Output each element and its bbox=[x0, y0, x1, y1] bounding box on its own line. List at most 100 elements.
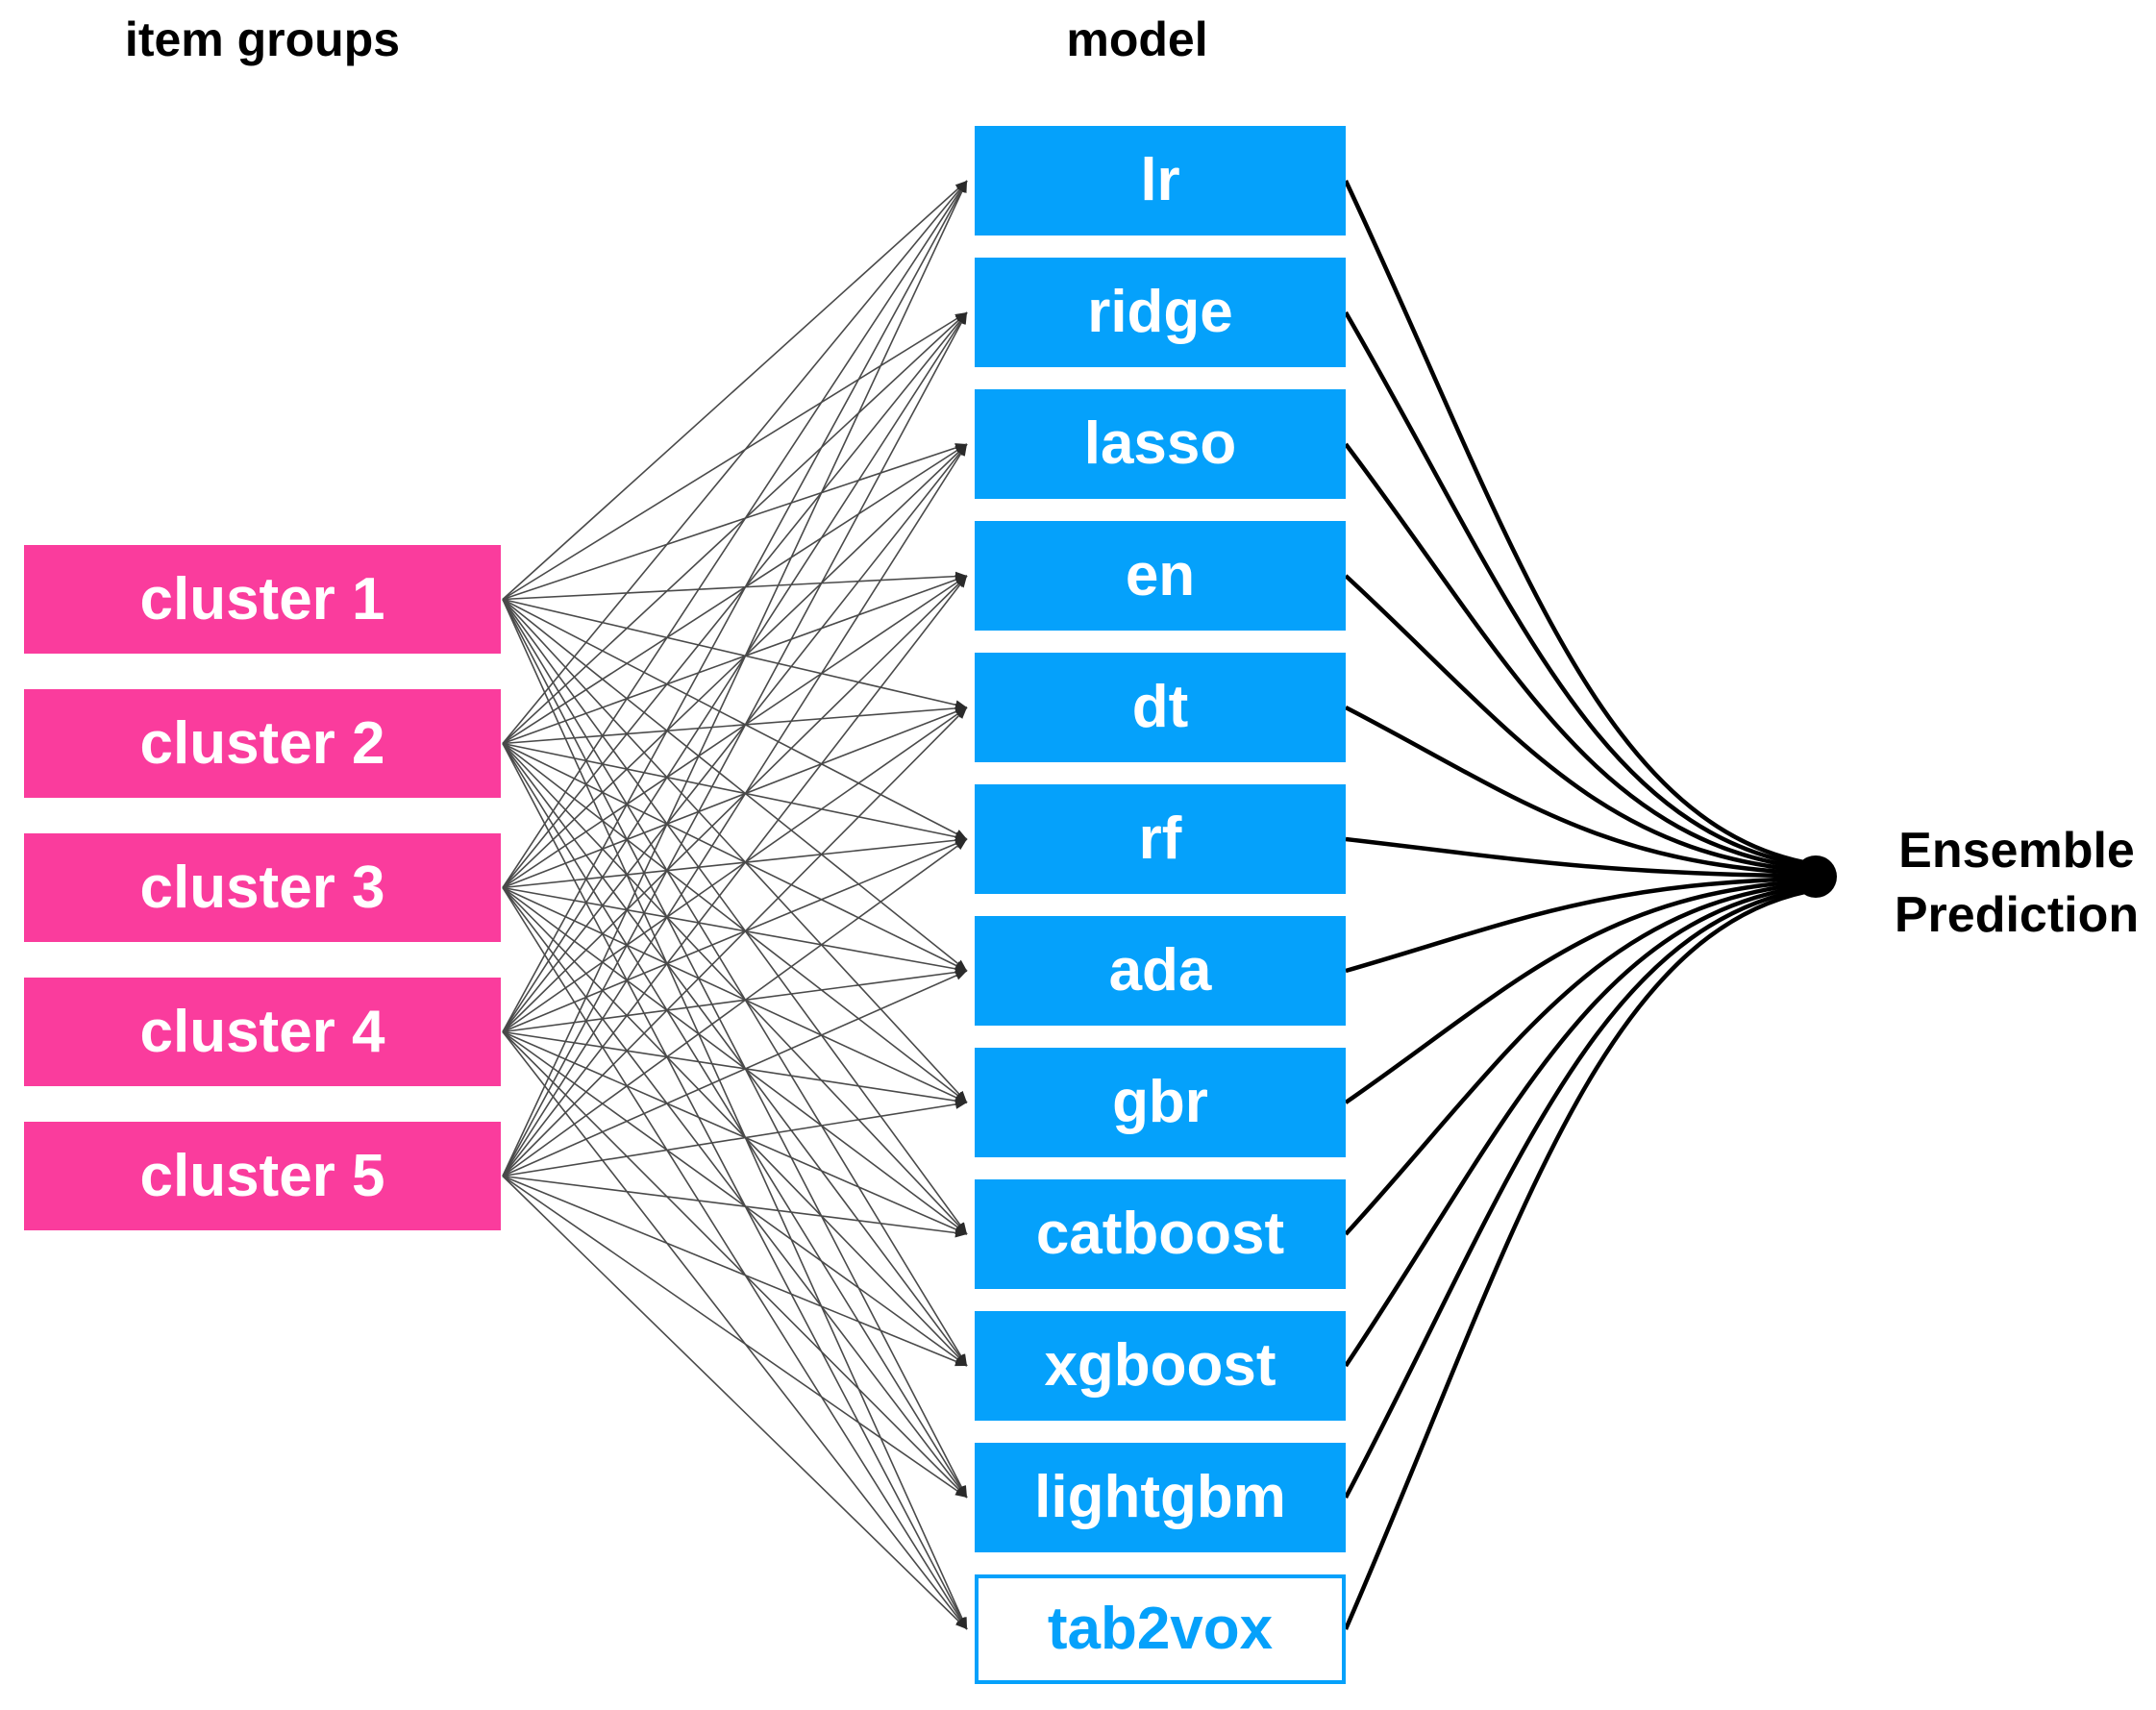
model-box-rf: rf bbox=[975, 784, 1346, 894]
edge-cluster3-to-gbr bbox=[502, 886, 968, 1103]
item-groups-title: item groups bbox=[124, 12, 401, 66]
curve-lasso-to-ensemble bbox=[1344, 442, 1807, 871]
edge-cluster2-to-catboost bbox=[502, 742, 968, 1235]
edge-cluster1-to-rf bbox=[502, 598, 968, 840]
model-label: lasso bbox=[1083, 410, 1237, 477]
edge-cluster5-to-rf bbox=[502, 838, 968, 1177]
edge-cluster3-to-lightgbm bbox=[502, 887, 968, 1499]
model-label: xgboost bbox=[1044, 1332, 1276, 1399]
curve-lightgbm-to-ensemble bbox=[1344, 886, 1807, 1499]
cluster-box-5: cluster 5 bbox=[24, 1122, 501, 1230]
edge-cluster4-to-catboost bbox=[502, 1030, 968, 1235]
edge-cluster4-to-lasso bbox=[502, 443, 968, 1032]
curve-lr-to-ensemble bbox=[1343, 180, 1807, 865]
edge-cluster5-to-lightgbm bbox=[502, 1175, 968, 1499]
ensemble-label-line1: Ensemble bbox=[1898, 823, 2135, 879]
curve-catboost-to-ensemble bbox=[1344, 881, 1807, 1236]
model-label: ada bbox=[1108, 937, 1212, 1004]
model-label: lr bbox=[1140, 147, 1180, 213]
edge-cluster5-to-xgboost bbox=[502, 1175, 968, 1367]
model-box-lightgbm: lightgbm bbox=[975, 1443, 1346, 1552]
edge-cluster3-to-ada bbox=[502, 886, 968, 974]
curve-ada-to-ensemble bbox=[1345, 876, 1807, 974]
model-label: tab2vox bbox=[1047, 1596, 1274, 1662]
edge-cluster4-to-gbr bbox=[502, 1030, 968, 1106]
ensemble-prediction-label: Ensemble Prediction bbox=[1872, 819, 2156, 947]
edge-cluster4-to-ridge bbox=[502, 311, 968, 1032]
model-box-ridge: ridge bbox=[975, 258, 1346, 367]
model-box-gbr: gbr bbox=[975, 1048, 1346, 1157]
model-label: gbr bbox=[1112, 1069, 1208, 1135]
edge-cluster2-to-dt bbox=[502, 703, 968, 745]
edge-cluster2-to-ridge bbox=[502, 311, 968, 745]
edge-cluster3-to-lasso bbox=[502, 443, 968, 889]
edge-cluster1-to-catboost bbox=[502, 599, 968, 1235]
cluster-label: cluster 2 bbox=[139, 709, 385, 777]
curve-en-to-ensemble bbox=[1344, 574, 1807, 873]
curve-gbr-to-ensemble bbox=[1344, 879, 1807, 1104]
model-label: rf bbox=[1138, 805, 1182, 872]
cluster-box-3: cluster 3 bbox=[24, 833, 501, 942]
edge-cluster1-to-dt bbox=[502, 598, 968, 710]
curve-xgboost-to-ensemble bbox=[1344, 883, 1807, 1368]
edge-cluster2-to-lasso bbox=[502, 443, 968, 745]
model-label: lightgbm bbox=[1034, 1464, 1286, 1530]
edge-cluster4-to-en bbox=[502, 575, 968, 1033]
model-box-dt: dt bbox=[975, 653, 1346, 762]
model-box-catboost: catboost bbox=[975, 1179, 1346, 1289]
model-box-en: en bbox=[975, 521, 1346, 631]
model-label: dt bbox=[1131, 674, 1189, 740]
model-box-lasso: lasso bbox=[975, 389, 1346, 499]
edge-cluster1-to-gbr bbox=[502, 598, 968, 1103]
edge-cluster3-to-en bbox=[502, 575, 968, 889]
cluster-box-2: cluster 2 bbox=[24, 689, 501, 798]
edge-cluster3-to-ridge bbox=[502, 311, 968, 889]
edge-cluster2-to-gbr bbox=[502, 742, 968, 1103]
edge-cluster4-to-xgboost bbox=[502, 1030, 968, 1367]
edge-cluster5-to-dt bbox=[502, 706, 968, 1177]
edge-cluster5-to-tab2vox bbox=[502, 1175, 968, 1630]
curve-tab2vox-to-ensemble bbox=[1343, 889, 1807, 1630]
edge-cluster2-to-ada bbox=[502, 742, 968, 972]
edge-cluster2-to-en bbox=[502, 575, 968, 745]
cluster-label: cluster 5 bbox=[139, 1142, 385, 1209]
edge-cluster5-to-en bbox=[502, 575, 968, 1177]
edge-cluster1-to-xgboost bbox=[502, 599, 968, 1367]
edge-cluster2-to-rf bbox=[502, 742, 968, 842]
edge-cluster5-to-catboost bbox=[502, 1175, 968, 1238]
edge-cluster5-to-ridge bbox=[502, 311, 968, 1177]
model-box-xgboost: xgboost bbox=[975, 1311, 1346, 1421]
edge-cluster5-to-ada bbox=[502, 970, 968, 1177]
edge-cluster4-to-tab2vox bbox=[502, 1031, 968, 1630]
edge-cluster4-to-lightgbm bbox=[502, 1030, 968, 1499]
edge-cluster3-to-lr bbox=[502, 180, 968, 888]
edge-cluster1-to-ada bbox=[502, 598, 968, 972]
edge-cluster3-to-xgboost bbox=[502, 886, 968, 1367]
model-label: en bbox=[1125, 542, 1196, 608]
edge-cluster2-to-xgboost bbox=[502, 743, 968, 1367]
edge-cluster3-to-dt bbox=[502, 706, 968, 889]
edge-cluster1-to-ridge bbox=[502, 311, 968, 601]
edge-cluster1-to-lightgbm bbox=[502, 599, 968, 1499]
cluster-label: cluster 1 bbox=[139, 565, 385, 632]
curve-rf-to-ensemble bbox=[1345, 836, 1807, 879]
cluster-box-1: cluster 1 bbox=[24, 545, 501, 654]
edge-cluster5-to-lasso bbox=[502, 443, 968, 1177]
edge-cluster2-to-lr bbox=[502, 180, 968, 745]
cluster-label: cluster 3 bbox=[139, 854, 385, 921]
edge-cluster3-to-tab2vox bbox=[502, 887, 968, 1630]
model-box-tab2vox: tab2vox bbox=[975, 1574, 1346, 1684]
edge-cluster3-to-catboost bbox=[502, 886, 968, 1235]
edge-cluster4-to-lr bbox=[502, 180, 968, 1032]
ensemble-label-line2: Prediction bbox=[1894, 886, 2140, 943]
model-label: ridge bbox=[1087, 279, 1233, 345]
edge-cluster5-to-lr bbox=[502, 180, 968, 1177]
edge-cluster2-to-lightgbm bbox=[502, 743, 968, 1499]
edge-cluster4-to-dt bbox=[502, 706, 968, 1033]
cluster-box-4: cluster 4 bbox=[24, 978, 501, 1086]
model-box-ada: ada bbox=[975, 916, 1346, 1026]
edge-cluster1-to-en bbox=[502, 571, 968, 601]
model-label: catboost bbox=[1035, 1201, 1285, 1267]
